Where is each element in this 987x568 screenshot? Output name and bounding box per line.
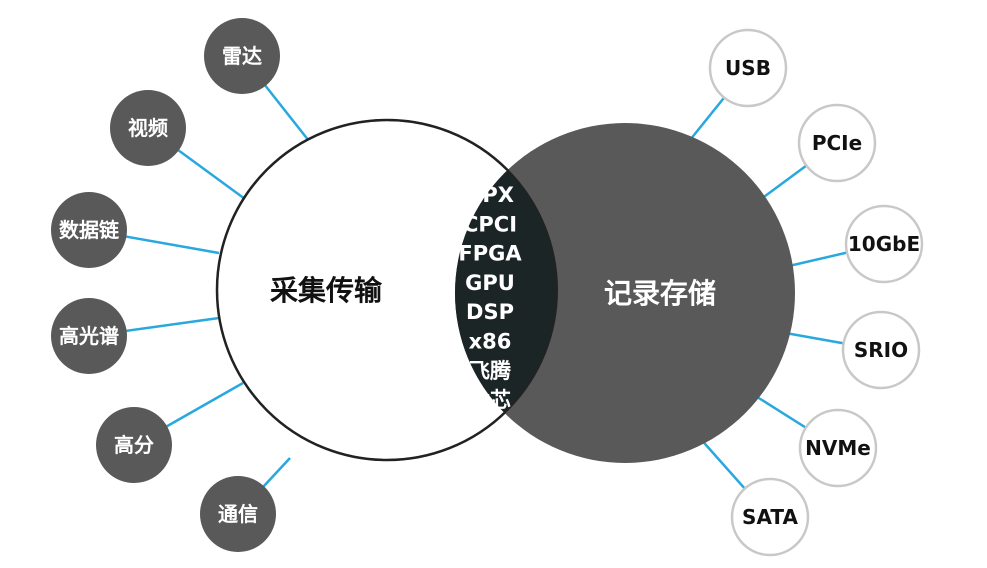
- right-node: USB: [708, 28, 788, 108]
- right-node-circle: [708, 28, 788, 108]
- right-node-circle: [797, 103, 877, 183]
- right-node-circle: [798, 408, 878, 488]
- right-node-label: 10GbE: [848, 232, 920, 256]
- left-node: 视频: [110, 90, 186, 166]
- left-node: 通信: [200, 476, 276, 552]
- overlap-item: VPX: [466, 183, 514, 207]
- overlap-item: 飞腾: [469, 359, 512, 383]
- right-node: SATA: [730, 477, 810, 557]
- left-node-circle: [204, 18, 280, 94]
- left-node: 数据链: [51, 192, 127, 268]
- left-node-circle: [110, 90, 186, 166]
- overlap-item: DSP: [466, 300, 514, 324]
- right-node: SRIO: [841, 310, 921, 390]
- overlap-item: x86: [469, 330, 512, 354]
- right-circle: [455, 123, 795, 463]
- right-node-circle: [841, 310, 921, 390]
- overlap-item: GPU: [465, 271, 515, 295]
- left-node: 高光谱: [51, 298, 127, 374]
- overlap-item: CPCI: [463, 212, 517, 236]
- left-node-label: 视频: [128, 116, 168, 140]
- right-node-circle: [844, 204, 924, 284]
- left-circle-label: 采集传输: [270, 274, 383, 307]
- right-node-circle: [730, 477, 810, 557]
- left-node-label: 高光谱: [59, 324, 119, 348]
- right-node-label: USB: [725, 56, 771, 80]
- right-node: NVMe: [798, 408, 878, 488]
- right-node: PCIe: [797, 103, 877, 183]
- left-node-circle: [51, 298, 127, 374]
- overlap-item: 龙芯: [469, 388, 511, 412]
- left-node-label: 高分: [114, 433, 154, 457]
- right-circle-label: 记录存储: [604, 277, 716, 310]
- left-node: 高分: [96, 407, 172, 483]
- right-node: 10GbE: [844, 204, 924, 284]
- right-node-label: PCIe: [812, 131, 862, 155]
- left-node-label: 通信: [218, 502, 258, 526]
- right-node-label: SATA: [742, 505, 798, 529]
- left-node: 雷达: [204, 18, 280, 94]
- left-node-label: 数据链: [59, 218, 120, 242]
- left-node-circle: [51, 192, 127, 268]
- left-node-circle: [200, 476, 276, 552]
- overlap-item: FPGA: [458, 242, 522, 266]
- left-node-label: 雷达: [222, 44, 262, 68]
- right-node-label: NVMe: [805, 436, 871, 460]
- left-node-circle: [96, 407, 172, 483]
- right-node-label: SRIO: [854, 338, 908, 362]
- left-circle-outline: [216, 119, 558, 461]
